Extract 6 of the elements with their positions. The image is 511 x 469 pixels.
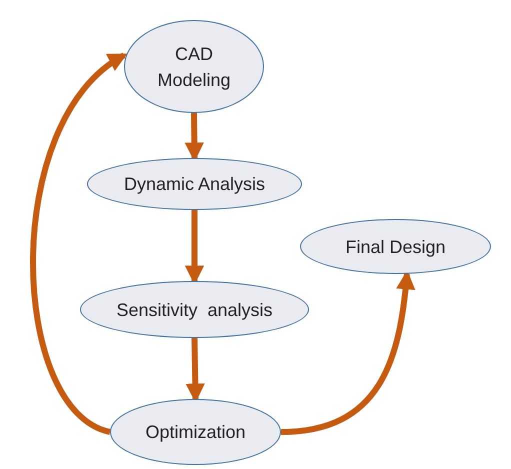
- node-label: Final Design: [345, 236, 446, 259]
- node-label: Optimization: [145, 421, 246, 444]
- node-label: CAD Modeling: [156, 42, 232, 92]
- arrow: [30, 52, 128, 435]
- node-label: Dynamic Analysis: [124, 173, 266, 196]
- node-label: Sensitivity analysis: [116, 298, 273, 322]
